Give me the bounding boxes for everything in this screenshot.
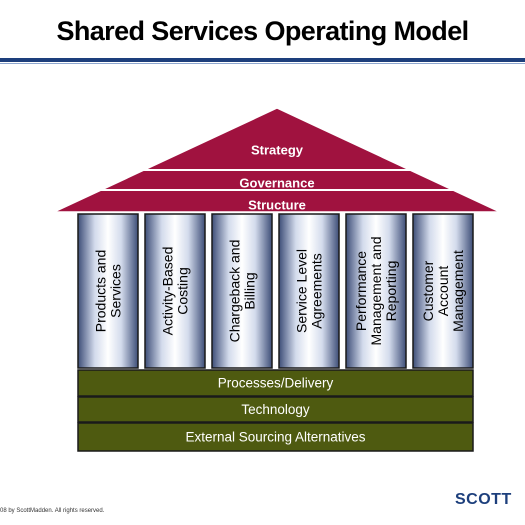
pillar-2: Activity-BasedCosting [144, 213, 206, 369]
page-title: Shared Services Operating Model [56, 16, 469, 46]
pillar-label-line: Agreements [309, 253, 325, 328]
title-divider-accent [0, 63, 525, 64]
foundation-technology: Technology [77, 396, 474, 423]
pillar-1: Products andServices [77, 213, 139, 369]
title-divider [0, 58, 525, 62]
foundation-external-sourcing: External Sourcing Alternatives [77, 422, 474, 452]
pillar-6: CustomerAccountManagement [412, 213, 474, 369]
pillar-column [345, 213, 407, 369]
pillar-label-line: Chargeback and [227, 240, 243, 343]
pillar-label: CustomerAccountManagement [420, 250, 466, 332]
foundation-band [77, 422, 474, 452]
foundation-band [77, 369, 474, 397]
pillar-label: Activity-BasedCosting [160, 247, 191, 336]
pillar-label-line: Customer [420, 260, 436, 321]
foundation-label: Processes/Delivery [218, 376, 334, 391]
pillar-label-line: Performance [353, 251, 369, 331]
pillar-label-line: Service Level [294, 249, 310, 333]
roof-governance-label: Governance [239, 175, 314, 190]
roof-structure-label: Structure [248, 197, 306, 212]
pillar-label-line: Account [435, 266, 451, 317]
pillar-label-line: Costing [175, 267, 191, 314]
pillar-column [77, 213, 139, 369]
pillar-4: Service LevelAgreements [278, 213, 340, 369]
foundation-band [77, 396, 474, 423]
pillar-label: Service LevelAgreements [294, 249, 325, 333]
pillar-column [211, 213, 273, 369]
roof-shape [53, 107, 501, 213]
pillar-label-line: Products and [93, 250, 109, 333]
pillar-5: PerformanceManagement andReporting [345, 213, 407, 369]
foundation-label: External Sourcing Alternatives [185, 430, 365, 445]
roof-strategy-label: Strategy [251, 142, 304, 157]
pillar-label: Products andServices [93, 250, 124, 333]
pillar-label-line: Management [450, 250, 466, 332]
pillar-label: Chargeback andBilling [227, 240, 258, 343]
pillar-label-line: Activity-Based [160, 247, 176, 336]
pillars: Products andServices Activity-BasedCostin… [77, 213, 474, 369]
company-logo: SCOTT [455, 491, 512, 508]
pillar-label-line: Reporting [383, 261, 399, 322]
foundation-processes-delivery: Processes/Delivery [77, 369, 474, 397]
pillar-label-line: Billing [242, 272, 258, 309]
pillar-label-line: Services [108, 264, 124, 318]
copyright-notice: 08 by ScottMadden. All rights reserved. [0, 508, 105, 514]
pillar-column [144, 213, 206, 369]
pillar-label: PerformanceManagement andReporting [353, 237, 399, 346]
pillar-label-line: Management and [368, 237, 384, 346]
pillar-column [412, 213, 474, 369]
pillar-3: Chargeback andBilling [211, 213, 273, 369]
pillar-column [278, 213, 340, 369]
foundation-label: Technology [241, 402, 310, 417]
